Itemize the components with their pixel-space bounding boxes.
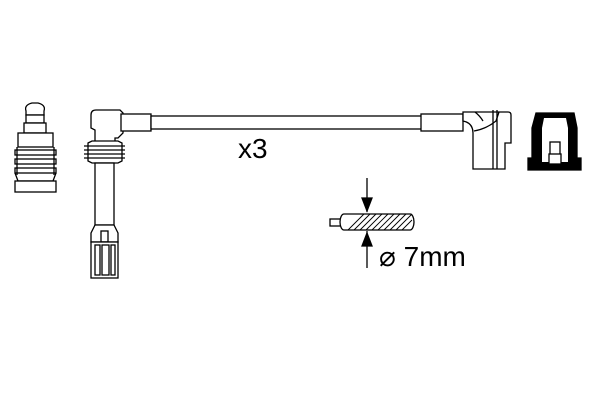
cable-cross-section-icon: [329, 178, 415, 268]
quantity-label: x3: [238, 133, 268, 164]
spark-plug-connector-icon: [14, 102, 57, 193]
diameter-label: ⌀ 7mm: [379, 241, 466, 272]
ignition-cable-icon: [84, 109, 424, 279]
coil-boot-icon: [527, 112, 582, 171]
angled-connector-icon: [420, 110, 512, 170]
